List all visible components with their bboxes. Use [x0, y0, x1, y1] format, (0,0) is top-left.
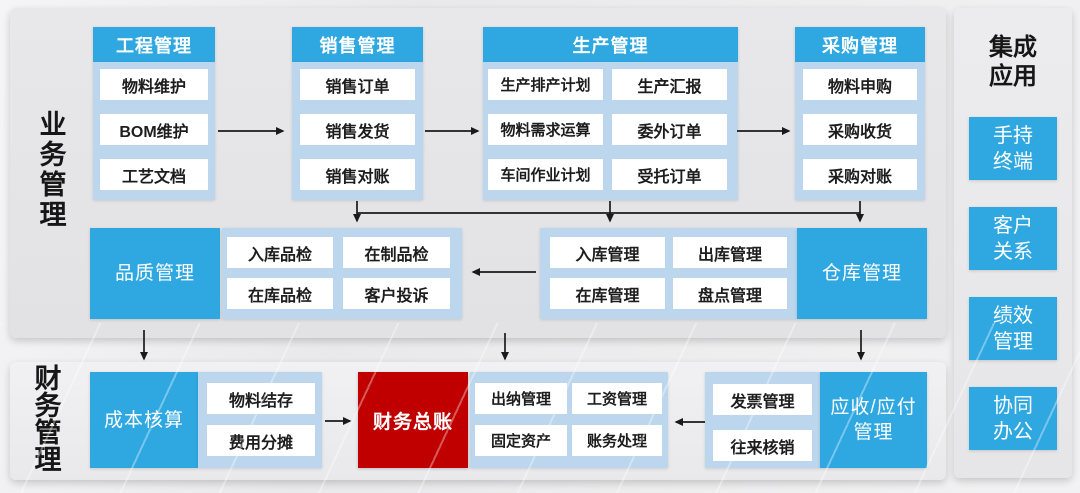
header-production: 生产管理: [483, 27, 738, 62]
item-stock-inspection: 在库品检: [227, 278, 333, 309]
item-transaction-writeoff: 往来核销: [713, 430, 812, 461]
sidebar-item-customer-relations: 客户 关系: [969, 207, 1057, 270]
business-management-label: 业务管理: [39, 110, 67, 230]
item-stock-management: 在库管理: [550, 278, 665, 309]
header-engineering: 工程管理: [93, 27, 215, 62]
item-accounting-processing: 账务处理: [572, 425, 662, 456]
sidebar-item-collaborative-office: 协同 办公: [969, 387, 1057, 450]
item-bom-maintenance: BOM维护: [100, 114, 208, 145]
item-material-maintenance: 物料维护: [100, 69, 208, 100]
item-consignment-order: 受托订单: [612, 159, 727, 190]
item-outbound-management: 出库管理: [673, 237, 787, 268]
sidebar-item-handheld-terminal: 手持 终端: [969, 117, 1057, 180]
item-invoice-management: 发票管理: [713, 384, 812, 415]
cost-accounting-box: 成本核算: [90, 372, 198, 468]
integration-apps-title: 集成 应用: [989, 34, 1037, 90]
item-expense-allocation: 费用分摊: [207, 425, 315, 456]
item-incoming-inspection: 入库品检: [227, 237, 333, 268]
finance-management-label: 财务管理: [34, 364, 62, 475]
quality-management-box: 品质管理: [90, 228, 220, 319]
header-procurement: 采购管理: [795, 27, 925, 62]
receivable-payable-box: 应收/应付 管理: [820, 372, 927, 468]
item-sales-order: 销售订单: [300, 69, 415, 100]
item-material-balance: 物料结存: [207, 383, 315, 414]
item-fixed-assets: 固定资产: [475, 425, 567, 456]
item-inbound-management: 入库管理: [550, 237, 665, 268]
item-workshop-plan: 车间作业计划: [488, 159, 603, 190]
general-ledger-box: 财务总账: [358, 372, 468, 468]
item-sales-reconciliation: 销售对账: [300, 159, 415, 190]
item-material-requisition: 物料申购: [803, 69, 917, 100]
item-sales-delivery: 销售发货: [300, 114, 415, 145]
item-cashier-management: 出纳管理: [475, 383, 567, 414]
item-stocktaking-management: 盘点管理: [673, 278, 787, 309]
item-production-report: 生产汇报: [612, 69, 727, 100]
item-mrp-calculation: 物料需求运算: [488, 114, 603, 145]
item-production-schedule: 生产排产计划: [488, 69, 603, 100]
warehouse-management-box: 仓库管理: [797, 228, 927, 319]
sidebar-item-performance-management: 绩效 管理: [969, 297, 1057, 360]
item-purchase-receiving: 采购收货: [803, 114, 917, 145]
item-process-docs: 工艺文档: [100, 159, 208, 190]
item-outsourcing-order: 委外订单: [612, 114, 727, 145]
item-purchase-reconciliation: 采购对账: [803, 159, 917, 190]
header-sales: 销售管理: [292, 27, 423, 62]
item-payroll-management: 工资管理: [572, 383, 662, 414]
item-customer-complaint: 客户投诉: [343, 278, 450, 309]
item-inprocess-inspection: 在制品检: [343, 237, 450, 268]
